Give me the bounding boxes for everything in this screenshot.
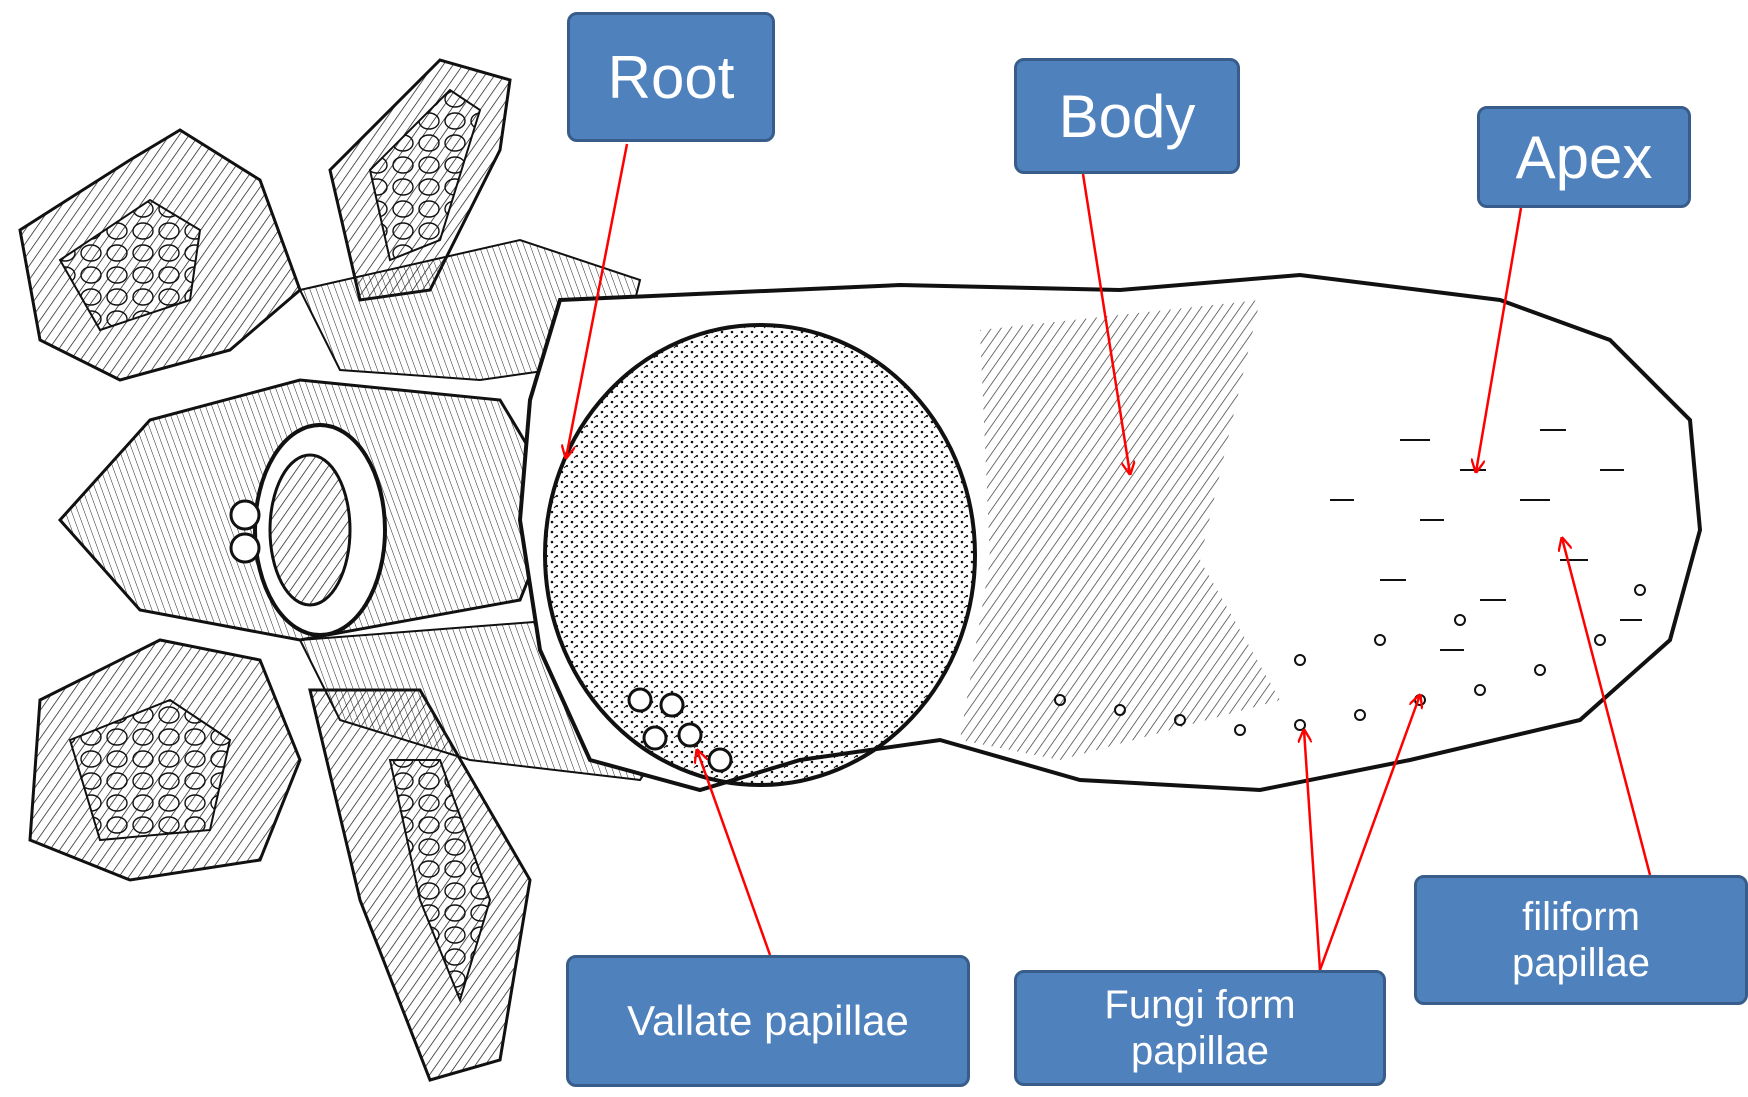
filiform-papillae-label: filiform papillae	[1414, 875, 1748, 1005]
upper-pharyngeal-structures	[20, 60, 640, 380]
fungiform-papillae-label: Fungi form papillae	[1014, 970, 1386, 1086]
epiglottis	[60, 380, 560, 640]
apex-label: Apex	[1477, 106, 1691, 208]
body-label: Body	[1014, 58, 1240, 174]
vallate-papillae-label: Vallate papillae	[566, 955, 970, 1087]
root-label: Root	[567, 12, 775, 142]
